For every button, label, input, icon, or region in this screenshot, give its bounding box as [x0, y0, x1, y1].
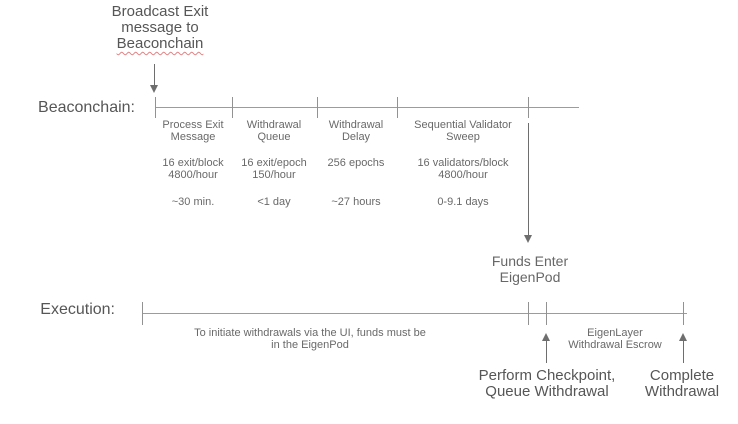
escrow-line: Withdrawal Escrow: [568, 339, 662, 351]
execution-tick: [528, 302, 529, 325]
beaconchain-tick: [155, 97, 156, 118]
beaconchain-timeline: [155, 107, 579, 108]
col-title-line: Message: [170, 131, 216, 143]
beaconchain-col-process-exit-title: Process Exit Message: [133, 119, 253, 143]
beaconchain-col-withdrawal-queue-title: Withdrawal Queue: [214, 119, 334, 143]
beaconchain-col-validator-sweep-rate: 16 validators/block 4800/hour: [393, 157, 533, 181]
broadcast-arrow-line: [154, 64, 155, 86]
execution-timeline: [142, 313, 687, 314]
complete-arrow-line: [683, 340, 684, 363]
broadcast-exit-note: Broadcast Exit message to Beaconchain: [85, 4, 235, 52]
beaconchain-col-process-exit-rate: 16 exit/block 4800/hour: [133, 157, 253, 181]
execution-note-line: in the EigenPod: [271, 339, 349, 351]
col-rate-line: 256 epochs: [327, 157, 385, 169]
beaconchain-col-withdrawal-queue-duration: <1 day: [257, 196, 291, 208]
checkpoint-arrow-line: [546, 340, 547, 363]
broadcast-exit-note-beaconchain-word: Beaconchain: [116, 35, 204, 52]
checkpoint-arrowhead-up-icon: [542, 333, 550, 341]
broadcast-exit-note-line: Broadcast Exit: [111, 3, 209, 20]
col-title-line: Withdrawal: [328, 119, 384, 131]
col-rate-line: 4800/hour: [438, 169, 488, 181]
beaconchain-label: Beaconchain:: [38, 99, 135, 116]
beaconchain-col-process-exit-duration: ~30 min.: [171, 196, 215, 208]
eigenlayer-escrow-label: EigenLayer Withdrawal Escrow: [545, 327, 685, 351]
beaconchain-col-withdrawal-delay-rate: 256 epochs: [296, 157, 416, 169]
beaconchain-tick: [528, 97, 529, 118]
execution-label: Execution:: [40, 301, 115, 318]
complete-withdrawal-line: Complete: [649, 367, 715, 384]
complete-withdrawal-line: Withdrawal: [644, 383, 720, 400]
execution-note-line: To initiate withdrawals via the UI, fund…: [194, 327, 426, 339]
beaconchain-tick: [397, 97, 398, 118]
funds-enter-arrow-line: [528, 123, 529, 235]
escrow-line: EigenLayer: [587, 327, 643, 339]
col-title-line: Sweep: [446, 131, 480, 143]
col-title-line: Sequential Validator: [414, 119, 512, 131]
col-title-line: Delay: [341, 131, 371, 143]
perform-checkpoint-label: Perform Checkpoint, Queue Withdrawal: [457, 368, 637, 400]
funds-enter-line: Funds Enter: [491, 253, 569, 269]
execution-tick: [546, 302, 547, 325]
broadcast-exit-note-line: message to: [121, 19, 199, 36]
execution-tick: [683, 302, 684, 325]
perform-checkpoint-line: Perform Checkpoint,: [478, 367, 616, 384]
col-rate-line: 4800/hour: [168, 169, 218, 181]
col-title-line: Withdrawal: [246, 119, 302, 131]
perform-checkpoint-line: Queue Withdrawal: [485, 383, 609, 400]
col-title-line: Queue: [257, 131, 291, 143]
beaconchain-col-validator-sweep-title: Sequential Validator Sweep: [393, 119, 533, 143]
col-rate-line: 16 exit/block: [162, 157, 224, 169]
execution-note: To initiate withdrawals via the UI, fund…: [160, 327, 460, 351]
col-rate-line: 150/hour: [252, 169, 296, 181]
funds-enter-line: EigenPod: [499, 269, 561, 285]
beaconchain-col-withdrawal-delay-title: Withdrawal Delay: [296, 119, 416, 143]
col-title-line: Process Exit: [162, 119, 224, 131]
beaconchain-col-withdrawal-queue-rate: 16 exit/epoch 150/hour: [214, 157, 334, 181]
complete-withdrawal-label: Complete Withdrawal: [612, 368, 738, 400]
beaconchain-tick: [317, 97, 318, 118]
funds-enter-eigenpod-label: Funds Enter EigenPod: [460, 253, 600, 285]
execution-tick: [142, 302, 143, 325]
col-rate-line: 16 exit/epoch: [241, 157, 307, 169]
col-rate-line: 16 validators/block: [417, 157, 509, 169]
complete-arrowhead-up-icon: [679, 333, 687, 341]
funds-enter-arrowhead-down-icon: [524, 235, 532, 243]
beaconchain-col-validator-sweep-duration: 0-9.1 days: [437, 196, 489, 208]
broadcast-arrowhead-down-icon: [150, 85, 158, 93]
beaconchain-tick: [232, 97, 233, 118]
beaconchain-col-withdrawal-delay-duration: ~27 hours: [331, 196, 381, 208]
